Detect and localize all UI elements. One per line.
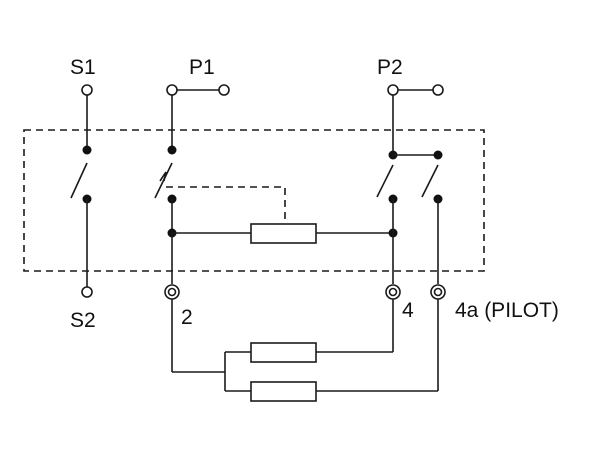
external-resistor-network bbox=[171, 299, 439, 402]
device-enclosure bbox=[23, 129, 485, 272]
external-resistor-2 bbox=[250, 381, 317, 402]
switch-blade bbox=[70, 162, 88, 199]
terminal-s2[interactable] bbox=[81, 286, 93, 298]
switch-blade bbox=[376, 164, 394, 198]
switch-p2 bbox=[376, 84, 446, 300]
label-terminal-4: 4 bbox=[402, 299, 414, 322]
terminal-s1[interactable] bbox=[81, 84, 93, 96]
terminal-p2[interactable] bbox=[387, 84, 399, 96]
label-terminal-4a: 4a (PILOT) bbox=[455, 299, 559, 322]
label-p2: P2 bbox=[377, 56, 403, 79]
contact-node bbox=[433, 150, 443, 160]
label-s1: S1 bbox=[70, 56, 96, 79]
external-resistor-1 bbox=[250, 342, 317, 363]
terminal-p1-aux[interactable] bbox=[218, 84, 230, 96]
label-s2: S2 bbox=[70, 309, 96, 332]
internal-resistor bbox=[250, 223, 317, 244]
terminal-p2-aux[interactable] bbox=[432, 84, 444, 96]
label-terminal-2: 2 bbox=[181, 306, 193, 329]
label-p1: P1 bbox=[189, 56, 215, 79]
terminal-p1[interactable] bbox=[166, 84, 178, 96]
switch-p1 bbox=[154, 84, 230, 300]
switch-s1-s2 bbox=[70, 84, 93, 298]
mechanical-link bbox=[166, 186, 286, 226]
contact-node bbox=[167, 145, 177, 155]
switch-blade bbox=[421, 164, 439, 198]
contact-node bbox=[82, 145, 92, 155]
